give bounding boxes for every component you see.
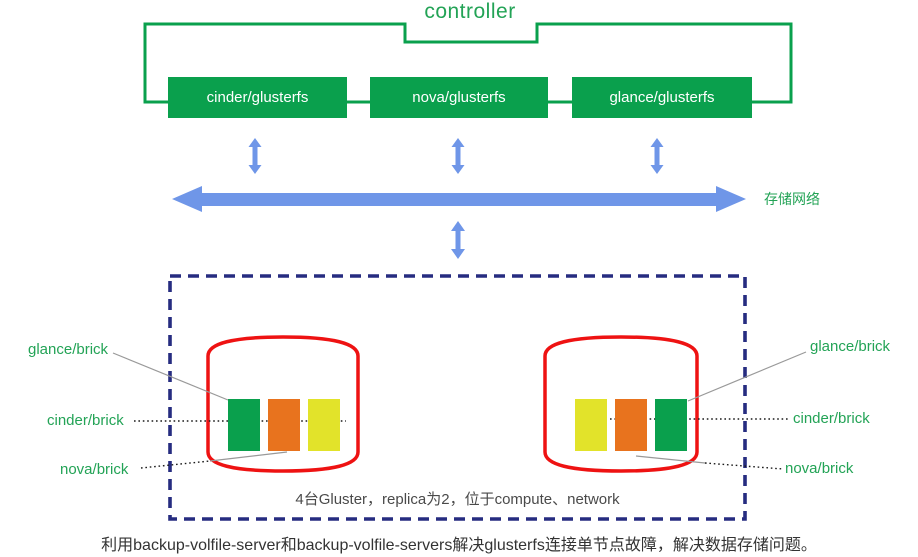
leader-nova-left-solid — [209, 451, 288, 462]
storage-network-label: 存储网络 — [764, 191, 820, 207]
label-nova-brick-right: nova/brick — [785, 460, 854, 477]
brick-glance — [228, 399, 260, 451]
double-arrow-vertical-icon — [451, 221, 465, 259]
leader-nova-right-solid — [635, 455, 706, 464]
gluster-cylinder-right — [543, 335, 699, 473]
service-box-cinder-glusterfs: cinder/glusterfs — [168, 77, 347, 118]
label-glance-brick-right: glance/brick — [810, 338, 891, 355]
leader-nova-left — [140, 460, 211, 469]
double-arrow-vertical-icon — [248, 138, 262, 174]
service-box-glance-glusterfs: glance/glusterfs — [572, 77, 752, 118]
label-cinder-brick-left: cinder/brick — [47, 412, 124, 429]
storage-network-arrow-icon — [172, 186, 746, 212]
footer-note: 利用backup-volfile-server和backup-volfile-s… — [101, 537, 817, 554]
label-glance-brick-left: glance/brick — [28, 341, 109, 358]
controller-title: controller — [424, 0, 516, 23]
controller-bracket — [143, 22, 793, 104]
cluster-dashed-box — [168, 274, 747, 521]
double-arrow-vertical-icon — [451, 138, 465, 174]
brick-bars-right — [575, 399, 687, 451]
double-arrow-vertical-icon — [650, 138, 664, 174]
brick-cinder — [575, 399, 607, 451]
leader-glance-right — [687, 351, 807, 402]
cluster-caption: 4台Gluster，replica为2，位于compute、network — [295, 491, 620, 508]
brick-bars-left — [228, 399, 340, 451]
label-nova-brick-left: nova/brick — [60, 461, 129, 478]
service-box-nova-glusterfs: nova/glusterfs — [370, 77, 548, 118]
label-cinder-brick-right: cinder/brick — [793, 410, 870, 427]
gluster-cylinder-left — [206, 335, 360, 473]
brick-cinder — [308, 399, 340, 451]
brick-nova — [268, 399, 300, 451]
brick-glance — [655, 399, 687, 451]
leader-glance-left — [112, 352, 229, 401]
brick-nova — [615, 399, 647, 451]
